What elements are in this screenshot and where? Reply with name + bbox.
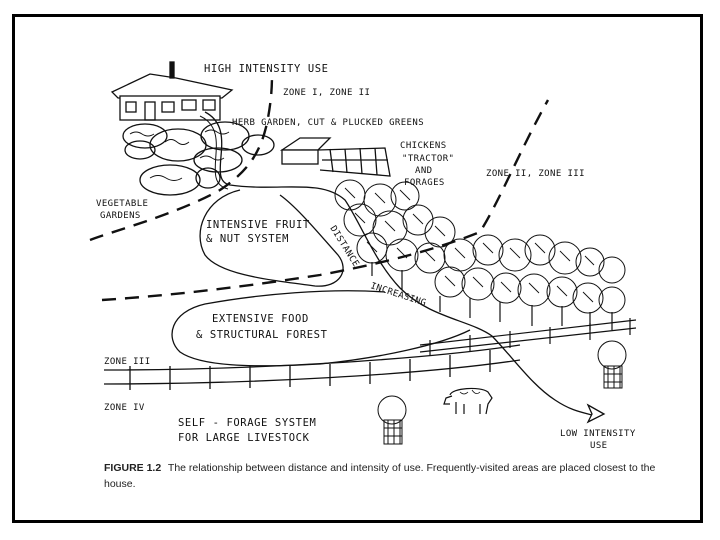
cow-illustration: [443, 387, 493, 415]
label-forest-1: EXTENSIVE FOOD: [212, 313, 309, 325]
label-forages: FORAGES: [404, 178, 445, 188]
zone-fence: [103, 344, 521, 390]
label-zone-2-3: ZONE II, ZONE III: [486, 169, 585, 179]
caged-tree-right: [597, 340, 627, 389]
label-herb-garden: HERB GARDEN, CUT & PLUCKED GREENS: [232, 118, 424, 128]
label-gardens: GARDENS: [100, 211, 141, 221]
distance-arrow-head: [586, 403, 606, 424]
caption-text: The relationship between distance and in…: [104, 462, 656, 490]
label-low-use-2: USE: [590, 441, 607, 451]
forest-loop: [171, 290, 471, 367]
fruit-nut-loop: [199, 189, 344, 287]
house-illustration: [110, 61, 234, 121]
label-self-forage-1: SELF - FORAGE SYSTEM: [178, 417, 316, 429]
figure-number: FIGURE 1.2: [104, 462, 162, 474]
chicken-tractor: [279, 137, 391, 177]
label-vegetable: VEGETABLE: [96, 199, 148, 209]
label-zone-1-2: ZONE I, ZONE II: [283, 88, 370, 98]
label-fruit-2: & NUT SYSTEM: [206, 233, 289, 245]
label-self-forage-2: FOR LARGE LIVESTOCK: [178, 432, 310, 444]
label-forest-2: & STRUCTURAL FOREST: [196, 329, 328, 341]
label-zone-4: ZONE IV: [104, 403, 145, 413]
vegetable-garden-beds: [122, 121, 275, 196]
forest-fence: [419, 318, 637, 356]
label-zone-3: ZONE III: [104, 357, 151, 367]
label-high-use: HIGH INTENSITY USE: [204, 63, 329, 75]
label-tractor: "TRACTOR": [402, 154, 454, 164]
zone-boundaries: [89, 71, 550, 302]
label-and: AND: [415, 166, 432, 176]
figure-caption: FIGURE 1.2 The relationship between dist…: [104, 460, 684, 492]
tree-belt: [334, 179, 626, 330]
caged-tree-left: [377, 395, 407, 445]
label-fruit-1: INTENSIVE FRUIT: [206, 219, 310, 231]
label-distance: DISTANCE: [327, 224, 360, 269]
label-chickens: CHICKENS: [400, 141, 447, 151]
label-low-use-1: LOW INTENSITY: [560, 429, 636, 439]
